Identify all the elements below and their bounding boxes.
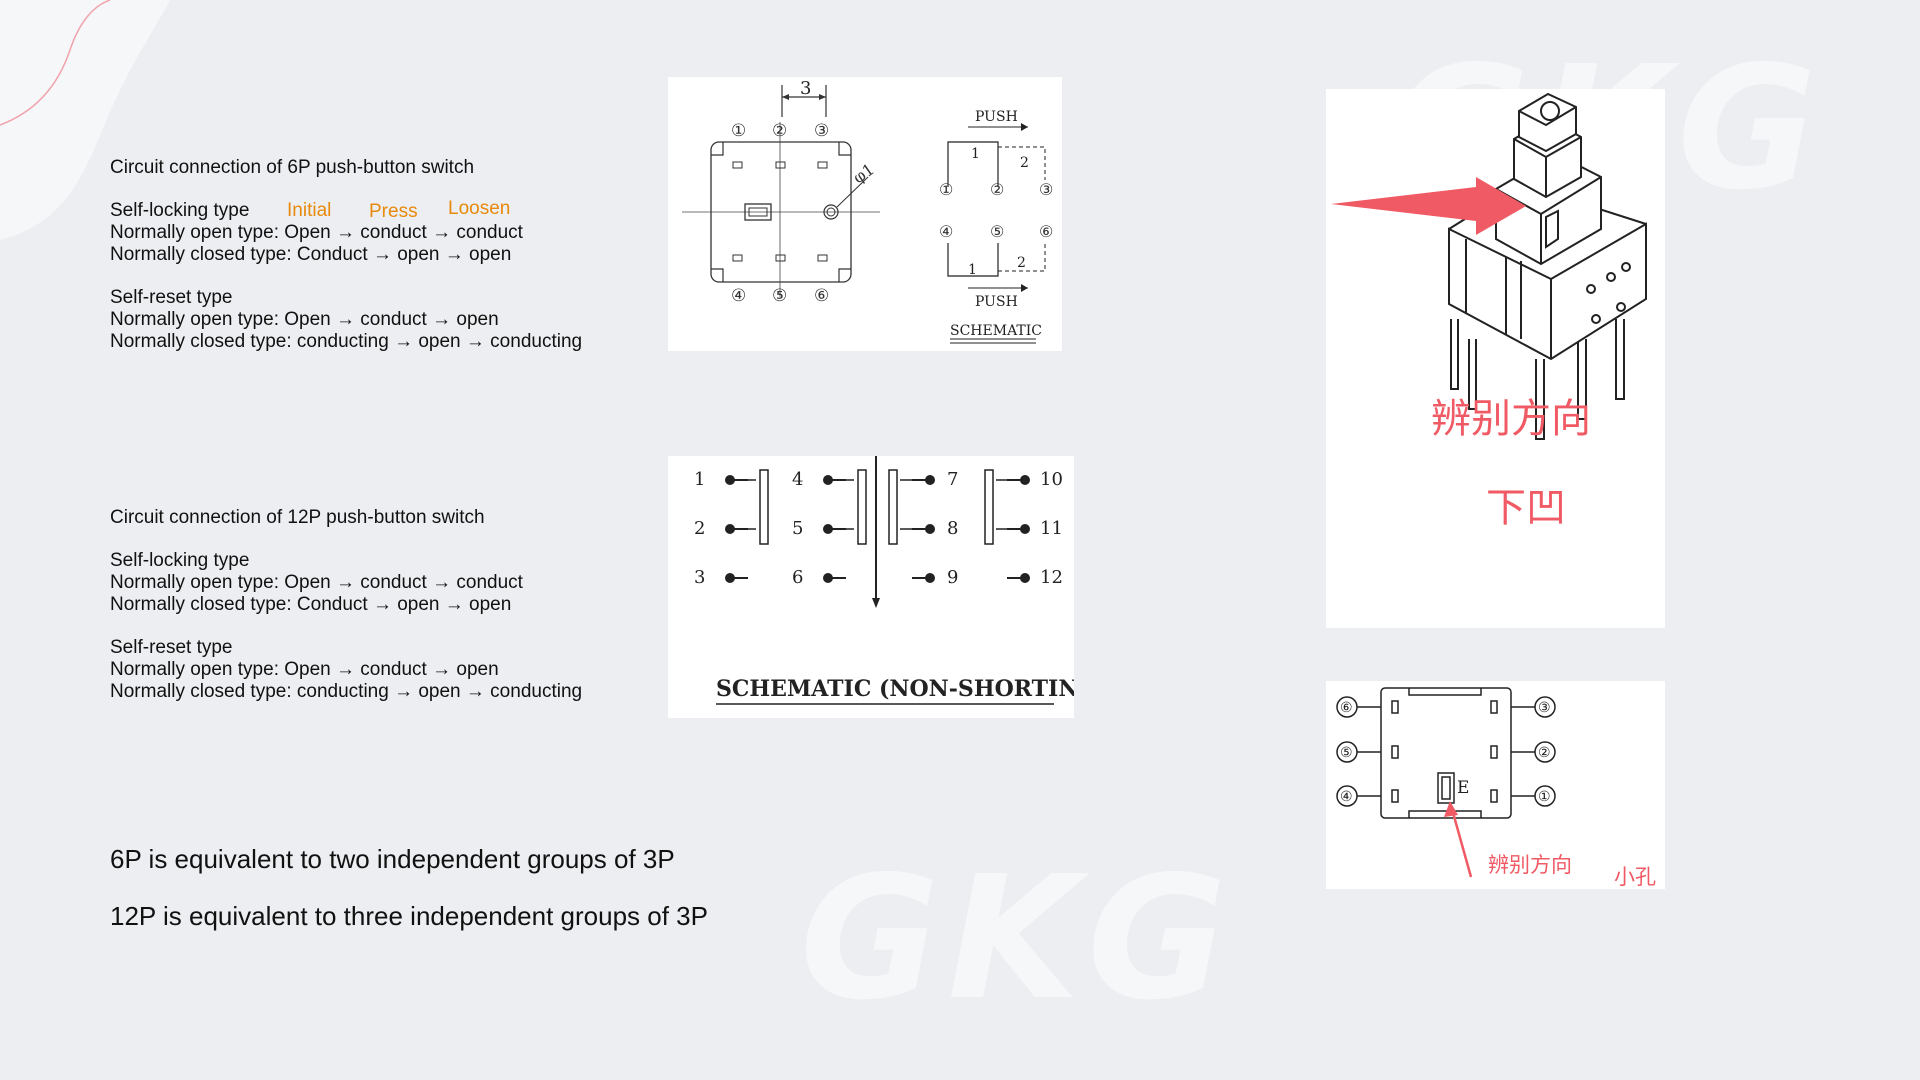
reset-normally-open: Normally open type: Open → conduct → ope… — [110, 309, 499, 330]
hole-diameter-label: φ1 — [849, 159, 877, 187]
diagram-6p: 3 ① ② ③ φ1 ④ ⑤ ⑥ PUSH 1 2 ① ② ③ — [682, 78, 1053, 344]
lock-normally-closed: Normally closed type: Conduct → open → o… — [110, 594, 512, 615]
decorative-swoosh — [0, 0, 170, 240]
column-press: Press — [369, 201, 418, 222]
contact-label: 2 — [1017, 255, 1026, 271]
pin-label: ② — [1538, 745, 1551, 761]
switch-illustration-panel: 辨别方向 下凹 — [1326, 89, 1665, 628]
pin-label: ③ — [1039, 180, 1053, 199]
footprint-diagram: ⑥ ⑤ ④ ③ ② ① E 辨别方向 小孔 — [1336, 687, 1656, 889]
schematic-label: SCHEMATIC — [950, 323, 1042, 339]
pin-label: 9 — [947, 567, 958, 588]
lock-normally-open: Normally open type: Open → conduct → con… — [110, 222, 523, 243]
pin-label: 12 — [1040, 567, 1063, 588]
pin-label: 3 — [694, 567, 705, 588]
pin-label: ⑤ — [990, 222, 1004, 241]
pin-label: ① — [939, 180, 953, 199]
section-12p-title: Circuit connection of 12P push-button sw… — [110, 507, 485, 528]
switch-3d-illustration: 辨别方向 下凹 — [1331, 92, 1647, 531]
push-label: PUSH — [975, 109, 1018, 125]
footprint-panel: ⑥ ⑤ ④ ③ ② ① E 辨别方向 小孔 — [1326, 681, 1665, 889]
pin-label: ③ — [814, 121, 829, 141]
pin-label: 6 — [792, 567, 803, 588]
pin-label: 7 — [947, 469, 958, 490]
pin-label: ① — [731, 121, 746, 141]
pin-label: ⑥ — [1039, 222, 1053, 241]
self-reset-heading: Self-reset type — [110, 637, 233, 658]
column-initial: Initial — [287, 200, 332, 221]
contact-label: 1 — [971, 146, 980, 162]
pin-label: ③ — [1538, 700, 1551, 716]
self-locking-heading: Self-locking type — [110, 200, 250, 221]
direction-label: 辨别方向 — [1488, 853, 1572, 877]
pin-label: 4 — [792, 469, 803, 490]
contact-label: 1 — [968, 262, 977, 278]
push-label: PUSH — [975, 294, 1018, 310]
lock-normally-closed: Normally closed type: Conduct → open → o… — [110, 244, 512, 265]
pin-label: 2 — [694, 518, 705, 539]
diagram-12p-panel: 1 2 3 4 5 6 7 8 9 10 11 12 — [668, 456, 1108, 718]
pin-label: 10 — [1040, 469, 1063, 490]
pin-label: ⑥ — [1340, 700, 1353, 716]
pin-label: 8 — [947, 518, 958, 539]
self-locking-heading: Self-locking type — [110, 550, 250, 571]
brand-watermark: GKG — [800, 840, 1235, 1038]
reset-normally-closed: Normally closed type: conducting → open … — [110, 331, 583, 352]
pin-label: ⑤ — [772, 286, 787, 306]
equivalence-6p: 6P is equivalent to two independent grou… — [110, 844, 675, 874]
section-6p-title: Circuit connection of 6P push-button swi… — [110, 157, 475, 178]
self-reset-heading: Self-reset type — [110, 287, 233, 308]
recess-label: 下凹 — [1486, 485, 1566, 531]
pin-label: ⑥ — [814, 286, 829, 306]
pin-label: 11 — [1040, 518, 1063, 539]
schematic-caption: SCHEMATIC (NON-SHORTING) — [716, 676, 1074, 702]
dimension-label: 3 — [800, 78, 811, 99]
small-hole-label: 小孔 — [1614, 865, 1656, 889]
diagram-12p: 1 2 3 4 5 6 7 8 9 10 11 12 — [694, 456, 1108, 705]
lock-normally-open: Normally open type: Open → conduct → con… — [110, 572, 523, 593]
pin-label: ① — [1538, 789, 1551, 805]
equivalence-12p: 12P is equivalent to three independent g… — [110, 901, 708, 931]
orientation-mark: E — [1457, 778, 1469, 798]
pin-label: ② — [990, 180, 1004, 199]
reset-normally-open: Normally open type: Open → conduct → ope… — [110, 659, 499, 680]
pin-label: 5 — [792, 518, 803, 539]
reset-normally-closed: Normally closed type: conducting → open … — [110, 681, 583, 702]
pin-label: ④ — [1340, 789, 1353, 805]
diagram-6p-panel: 3 ① ② ③ φ1 ④ ⑤ ⑥ PUSH 1 2 ① ② ③ — [668, 77, 1062, 351]
direction-label: 辨别方向 — [1431, 396, 1591, 442]
pin-label: ⑤ — [1340, 745, 1353, 761]
pin-label: ④ — [731, 286, 746, 306]
column-loosen: Loosen — [448, 198, 511, 219]
pin-label: ④ — [939, 222, 953, 241]
pin-label: 1 — [694, 469, 705, 490]
contact-label: 2 — [1020, 155, 1029, 171]
